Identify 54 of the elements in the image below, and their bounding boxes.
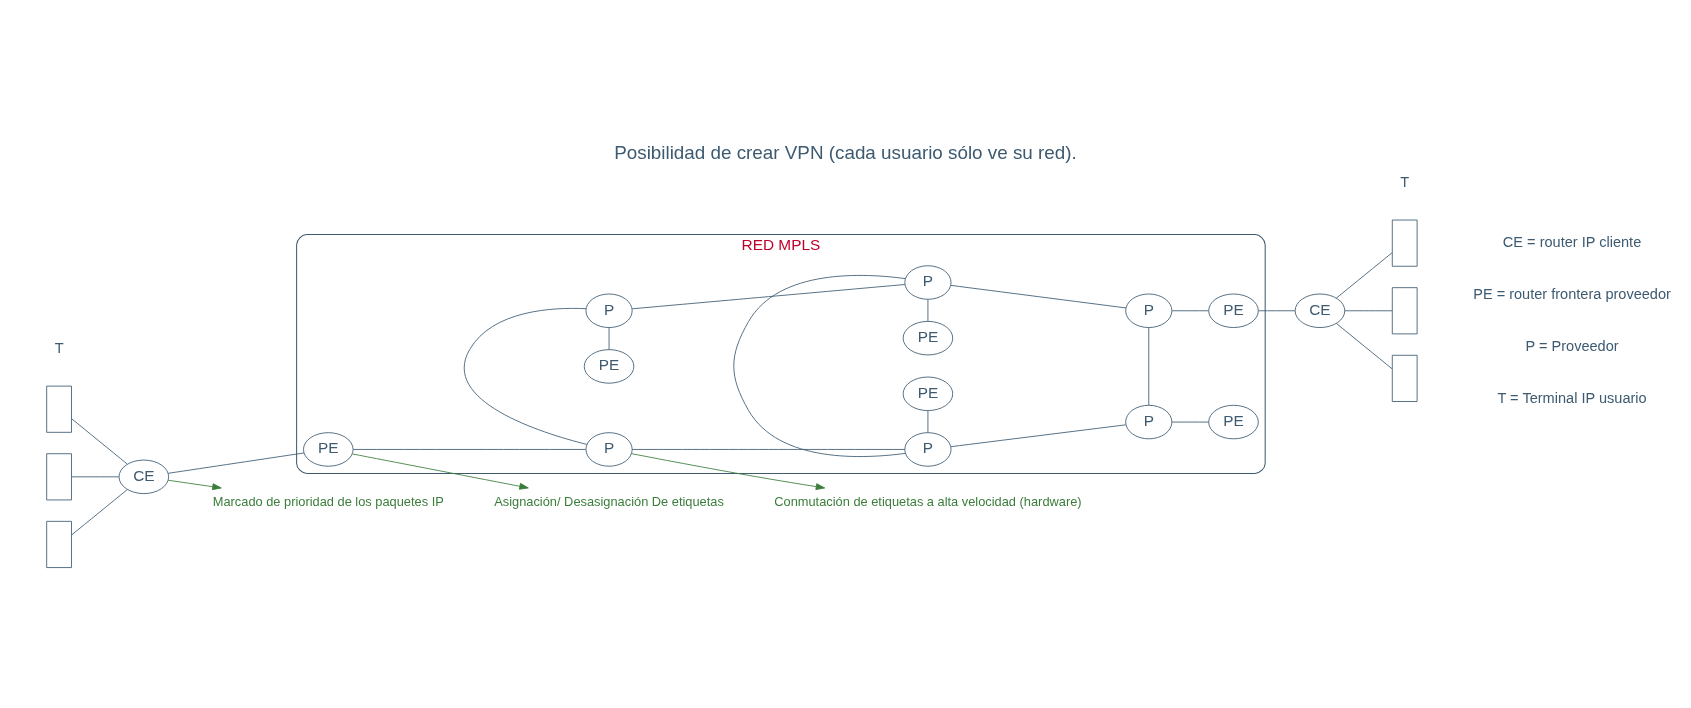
node-ellipse: P [904,432,952,467]
node-box [46,520,72,568]
node-ellipse: P [1125,293,1173,328]
label: T [1400,173,1410,190]
node-ellipse: PE [1208,293,1259,328]
node-ellipse: PE [902,320,954,356]
node-ellipse: P [585,293,633,328]
label: T = Terminal IP usuario [1497,390,1647,407]
node-text: Marcado de prioridad de los paquetes IP [212,494,444,510]
connector [927,410,929,433]
node-ellipse: PE [583,349,635,384]
node-box [1391,287,1418,335]
node-text: Conmutación de etiquetas a alta velocidad (hardware) [774,494,1082,510]
connector [1171,421,1209,423]
connector [464,308,588,445]
node-ellipse: PE [303,432,354,467]
node-box [46,453,72,501]
connector [927,299,929,322]
connector [1171,310,1209,312]
node-ellipse: CE [118,459,170,495]
label: T [54,339,64,356]
connector [71,418,128,465]
label: P = Proveedor [1525,338,1619,355]
connector [1344,310,1393,312]
label: CE = router IP cliente [1502,233,1642,250]
diagram-title: Posibilidad de crear VPN (cada usuario sólo ve su red). [614,141,1077,163]
connector [1336,323,1393,370]
connector [1258,310,1296,312]
arrow [631,453,826,490]
node-ellipse: P [1125,404,1173,440]
connector [1148,327,1150,406]
connector [950,424,1127,448]
node-ellipse: P [585,432,633,467]
connector [352,449,587,450]
connector [608,327,610,350]
node-text: Asignación/ Desasignación De etiquetas [494,494,724,510]
connector [1336,252,1393,299]
node-box [46,385,72,433]
node-box [1391,219,1418,267]
connector [167,452,305,474]
arrow [167,479,222,491]
connector [71,476,120,478]
node-ellipse: CE [1294,293,1346,328]
label: PE = router frontera proveedor [1473,285,1671,302]
arrow [352,453,529,490]
connector [733,275,906,457]
connector [71,489,128,536]
node-ellipse: PE [902,376,954,411]
node-ellipse: PE [1208,404,1259,440]
connector [631,449,906,450]
node-ellipse: P [904,265,952,300]
connector [631,284,906,310]
connector [950,284,1127,309]
node-box [1391,354,1418,402]
